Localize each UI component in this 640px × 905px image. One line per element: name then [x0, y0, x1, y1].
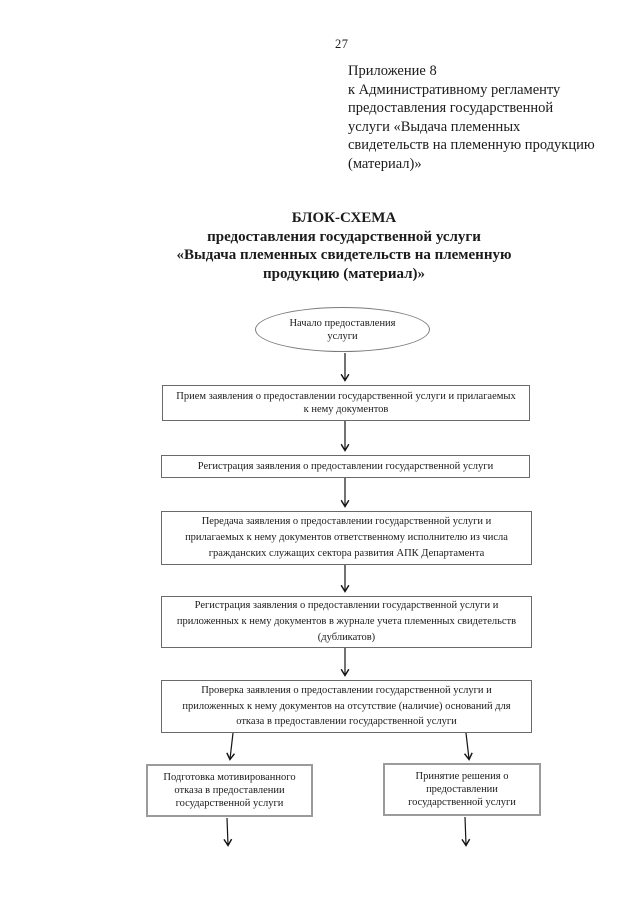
flow-step-5: Проверка заявления о предоставлении госу… [161, 680, 532, 733]
arrow-branch-left-down [223, 817, 233, 847]
flow-start-node: Начало предоставления услуги [255, 307, 430, 352]
appendix-header-line: Приложение 8 [348, 63, 437, 79]
flow-branch-line: отказа в предоставлении [174, 785, 285, 796]
title-line: «Выдача племенных свидетельств на племен… [176, 247, 512, 264]
flow-step-line: Регистрация заявления о предоставлении г… [194, 600, 499, 612]
flow-step-line: Прием заявления о предоставлении государ… [176, 391, 516, 402]
arrow-step5-to-branch-left [226, 732, 236, 761]
flow-step-line: Передача заявления о предоставлении госу… [201, 516, 492, 528]
flow-branch-line: предоставлении [426, 784, 498, 795]
flow-step-line: отказа в предоставлении государственной … [236, 716, 457, 728]
flow-start-line: услуги [327, 330, 358, 342]
arrow-branch-right-down [461, 816, 471, 847]
title-line: предоставления государственной услуги [207, 228, 481, 245]
flow-step-line: приложенных к нему документов на отсутст… [182, 700, 511, 712]
flow-branch-approval: Принятие решения о предоставлении госуда… [383, 763, 541, 816]
flow-branch-line: государственной услуги [408, 797, 516, 808]
page-number: 27 [335, 37, 349, 51]
flow-step-line: Регистрация заявления о предоставлении г… [197, 461, 494, 472]
flow-step-line: прилагаемых к нему документов ответствен… [185, 532, 508, 544]
appendix-header: Приложение 8 к Административному регламе… [348, 62, 595, 174]
flow-step-line: Проверка заявления о предоставлении госу… [201, 684, 492, 696]
appendix-header-line: (материал)» [348, 155, 422, 172]
flow-step-line: приложенных к нему документов в журнале … [176, 616, 517, 628]
flow-branch-line: государственной услуги [175, 798, 284, 809]
appendix-header-line: предоставления государственной [348, 100, 554, 117]
flow-step-line: к нему документов [303, 404, 389, 415]
flow-branch-refusal: Подготовка мотивированного отказа в пред… [146, 764, 313, 817]
page-title: БЛОК-СХЕМА предоставления государственно… [24, 209, 640, 283]
appendix-header-line: услуги «Выдача племенных [348, 118, 521, 135]
flow-step-2: Регистрация заявления о предоставлении г… [161, 455, 530, 478]
flow-step-line: гражданских служащих сектора развития АП… [208, 547, 485, 559]
flow-step-3: Передача заявления о предоставлении госу… [161, 511, 532, 565]
appendix-header-line: к Административному регламенту [348, 81, 561, 98]
flow-step-1: Прием заявления о предоставлении государ… [162, 385, 530, 421]
flow-branch-line: Принятие решения о [415, 771, 509, 782]
flow-start-line: Начало предоставления [289, 317, 396, 329]
appendix-header-line: свидетельств на племенную продукцию [348, 137, 595, 154]
flow-branch-line: Подготовка мотивированного [163, 772, 296, 783]
flow-step-4: Регистрация заявления о предоставлении г… [161, 596, 532, 648]
title-line: БЛОК-СХЕМА [291, 210, 397, 226]
arrow-step5-to-branch-right [463, 732, 473, 761]
flow-step-line: (дубликатов) [317, 631, 376, 643]
title-line: продукцию (материал)» [262, 265, 426, 282]
